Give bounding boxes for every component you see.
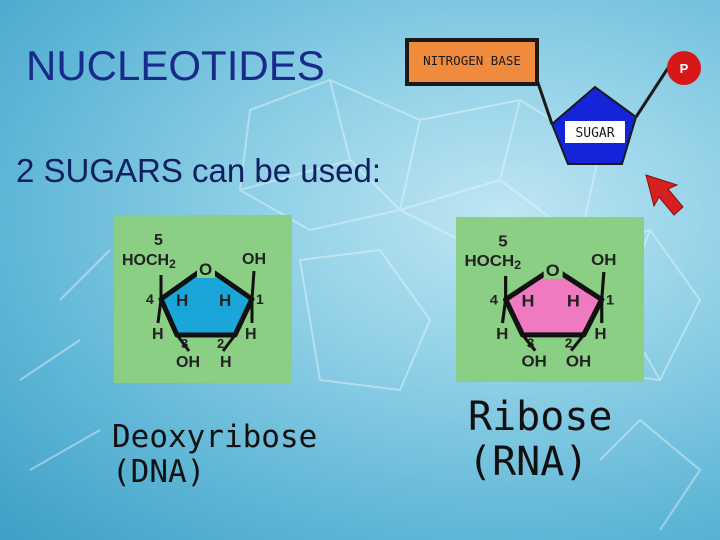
c1-oh-label: OH [242,251,266,268]
sugar-label: SUGAR [575,126,614,141]
c2-oh-label: OH [566,353,591,370]
ribose-structure-panel: 5 HOCH2 O OH 4 1 H H H H 3 2 OH OH [456,217,644,382]
slide-title: NUCLEOTIDES [26,42,325,89]
c2-h-label: H [220,354,232,371]
c1-oh-label: OH [591,252,616,269]
ring-oxygen: O [546,261,560,280]
c2-number: 2 [565,336,573,350]
c1-number: 1 [606,293,614,308]
c1-oh-bond [250,270,256,300]
c3-bond [521,333,537,352]
ring-h-left: H [521,291,534,310]
sugar-label-box [565,121,625,143]
c5-number: 5 [498,233,507,250]
c4-number: 4 [146,291,154,307]
c2-bond [221,334,237,352]
ribose-structure: 5 HOCH2 O OH 4 1 H H H H 3 2 OH OH [464,233,616,370]
c3-bond [175,334,191,352]
phosphate-label: P [680,61,689,76]
c3-number: 3 [527,336,535,350]
hoch2-label: HOCH2 [464,253,521,272]
c5-number: 5 [154,232,163,249]
deoxyribose-ring [158,264,255,338]
deoxyribose-caption-name: Deoxyribose [112,419,318,455]
ring-oxygen: O [199,260,212,279]
ring-h-right: H [219,291,231,310]
ribose-caption-name: Ribose [468,394,613,440]
slide-subtitle: 2 SUGARS can be used: [16,152,382,189]
ring-h-right: H [567,291,580,310]
c4-h-label: H [496,325,508,342]
ribose-ring [503,265,605,338]
nitrogen-base-box [405,38,539,86]
sugar-phosphate-bond [634,64,672,118]
red-arrow-icon [645,174,684,216]
ring-h-left: H [176,291,188,310]
c1-oh-bond [600,271,606,300]
hoch2-label: HOCH2 [122,252,176,271]
c3-number: 3 [181,336,188,351]
c4-number: 4 [490,293,498,308]
c1-h-label: H [245,326,257,343]
c1-h-label: H [594,325,606,342]
deoxyribose-caption-dna: (DNA) [112,453,206,490]
deoxyribose-structure: 5 HOCH2 O OH 4 1 H H H H 3 2 OH H [122,232,266,371]
c4-h-label: H [152,326,164,343]
ribose-caption: Ribose (RNA) [468,395,613,485]
nitrogen-base-label: NITROGEN BASE [423,53,521,68]
c4-h-bond [500,299,508,324]
c3-oh-label: OH [521,353,546,370]
base-sugar-bond [535,79,554,125]
deoxyribose-caption: Deoxyribose (DNA) [112,420,317,489]
c2-bond [569,333,586,352]
c3-oh-label: OH [176,354,200,371]
c2-number: 2 [217,336,224,351]
ribose-caption-rna: (RNA) [468,438,589,485]
phosphate-circle [667,51,701,85]
deoxyribose-structure-panel: 5 HOCH2 O OH 4 1 H H H H 3 2 OH H [114,215,292,383]
nucleotide-diagram: NITROGEN BASE SUGAR P [405,38,701,216]
c4-h-bond [156,298,163,324]
c1-number: 1 [256,291,264,307]
